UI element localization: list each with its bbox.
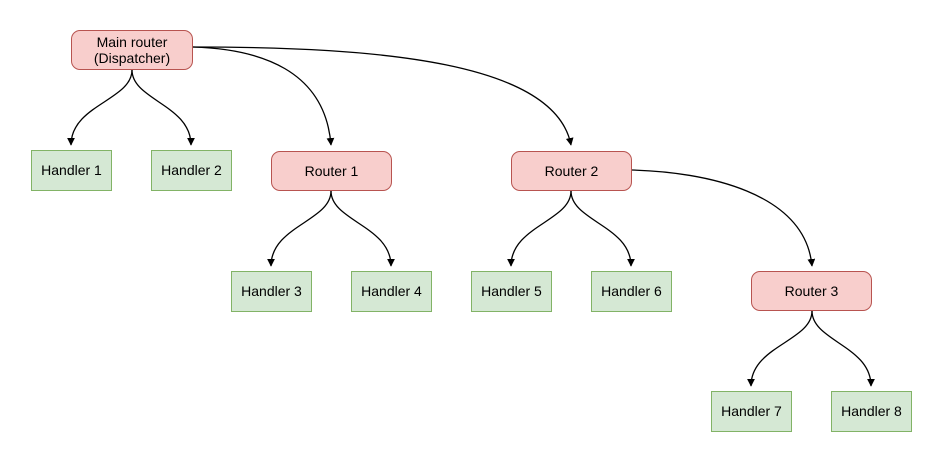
- node-handler-4[interactable]: Handler 4: [351, 271, 432, 312]
- node-router-2-label: Router 2: [544, 162, 599, 179]
- node-handler-5[interactable]: Handler 5: [471, 271, 552, 312]
- node-handler-3[interactable]: Handler 3: [231, 271, 312, 312]
- edge-main-router-to-handler-2: [131, 69, 195, 146]
- edge-main-router-to-handler-1: [67, 69, 133, 146]
- node-router-2[interactable]: Router 2: [511, 151, 632, 191]
- node-main-router[interactable]: Main router (Dispatcher): [71, 30, 193, 70]
- node-handler-6[interactable]: Handler 6: [591, 271, 672, 312]
- node-main-router-label: Main router (Dispatcher): [93, 33, 171, 66]
- node-router-3[interactable]: Router 3: [751, 271, 872, 311]
- edge-router-2-to-handler-5: [507, 190, 572, 267]
- edge-router-1-to-handler-3: [267, 190, 332, 267]
- node-handler-2[interactable]: Handler 2: [151, 150, 232, 191]
- node-handler-1[interactable]: Handler 1: [31, 150, 112, 191]
- node-router-1[interactable]: Router 1: [271, 151, 392, 191]
- node-handler-6-label: Handler 6: [601, 283, 662, 300]
- edge-main-router-to-router-2: [192, 46, 574, 146]
- node-handler-7[interactable]: Handler 7: [711, 391, 792, 432]
- node-handler-2-label: Handler 2: [161, 162, 222, 179]
- edge-router-1-to-handler-4: [330, 190, 395, 267]
- edge-router-3-to-handler-7: [747, 310, 813, 387]
- edge-router-2-to-handler-6: [570, 190, 635, 267]
- edge-router-2-to-router-3: [631, 169, 816, 267]
- node-handler-3-label: Handler 3: [241, 283, 302, 300]
- node-handler-1-label: Handler 1: [41, 162, 102, 179]
- node-handler-8[interactable]: Handler 8: [831, 391, 912, 432]
- node-router-1-label: Router 1: [304, 162, 359, 179]
- edge-main-router-to-router-1: [192, 46, 335, 146]
- node-handler-7-label: Handler 7: [721, 403, 782, 420]
- edge-router-3-to-handler-8: [811, 310, 875, 387]
- node-handler-5-label: Handler 5: [481, 283, 542, 300]
- node-router-3-label: Router 3: [784, 282, 839, 299]
- node-handler-4-label: Handler 4: [361, 283, 422, 300]
- node-handler-8-label: Handler 8: [841, 403, 902, 420]
